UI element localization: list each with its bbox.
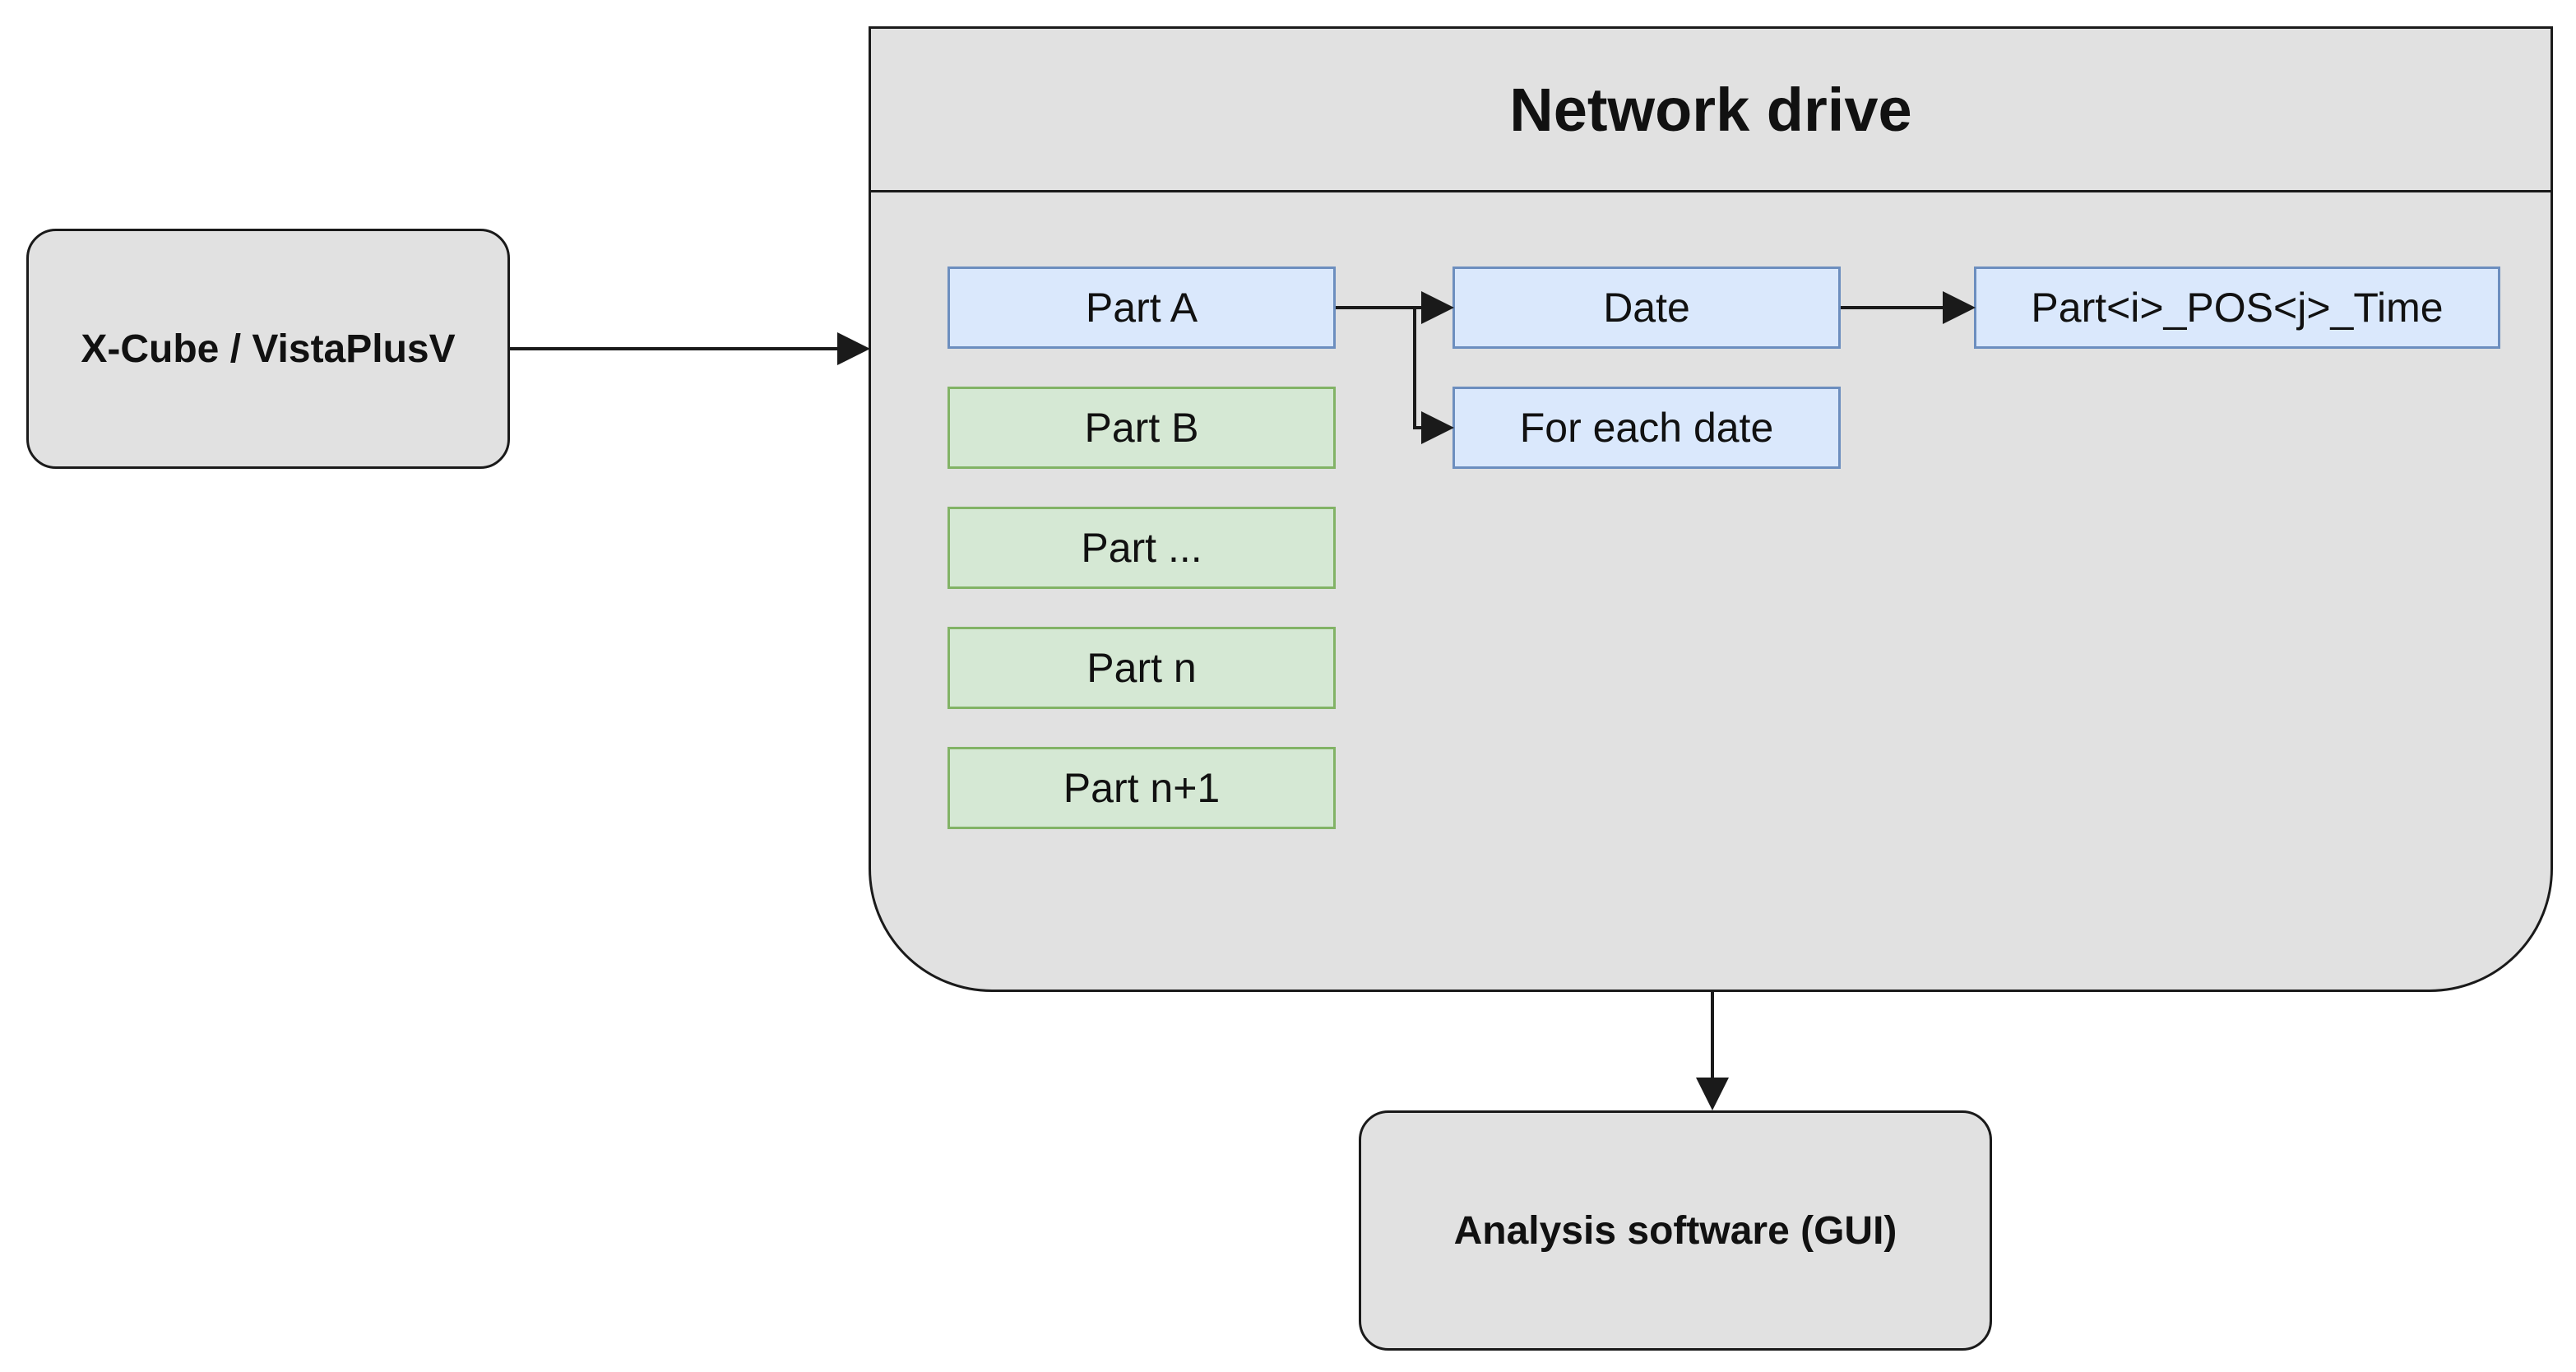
analysis-software-label: Analysis software (GUI) — [1453, 1208, 1897, 1253]
part-box-n: Part n — [947, 627, 1336, 709]
part-box-label: Part n+1 — [1063, 765, 1221, 811]
date-node-label: Date — [1603, 285, 1690, 331]
for-each-date-label: For each date — [1519, 405, 1774, 451]
analysis-software-node: Analysis software (GUI) — [1359, 1110, 1992, 1351]
part-box-ellipsis: Part ... — [947, 507, 1336, 589]
arrow-part-a-to-for-each-date — [1413, 308, 1454, 444]
part-box-label: Part A — [1085, 285, 1198, 331]
part-box-label: Part n — [1086, 645, 1197, 691]
file-name-label: Part<i>_POS<j>_Time — [2031, 285, 2444, 331]
part-box-label: Part ... — [1081, 525, 1202, 571]
file-name-node: Part<i>_POS<j>_Time — [1974, 267, 2500, 349]
source-node: X-Cube / VistaPlusV — [26, 229, 510, 469]
part-box-a: Part A — [947, 267, 1336, 349]
part-box-label: Part B — [1084, 405, 1199, 451]
date-node: Date — [1452, 267, 1841, 349]
part-box-n-plus-1: Part n+1 — [947, 747, 1336, 829]
source-node-label: X-Cube / VistaPlusV — [81, 327, 456, 371]
for-each-date-node: For each date — [1452, 387, 1841, 469]
part-box-b: Part B — [947, 387, 1336, 469]
network-drive-title: Network drive — [871, 29, 2551, 192]
